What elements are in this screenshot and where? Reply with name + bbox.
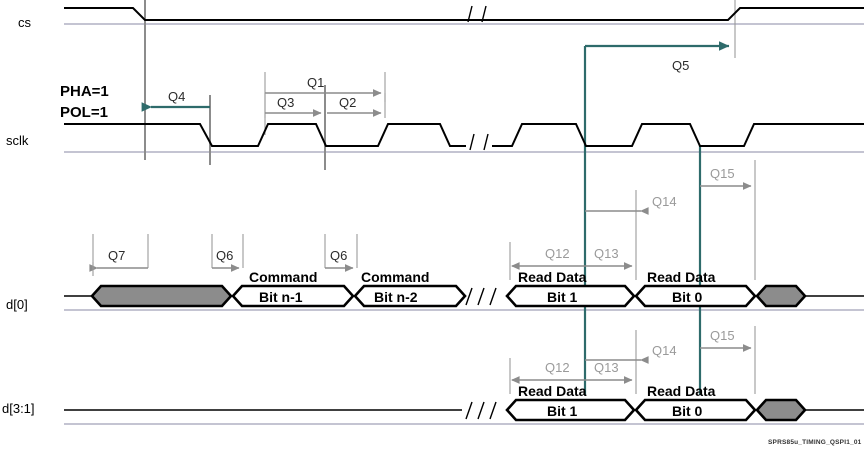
pol-note: POL=1 <box>60 104 108 121</box>
label-q14-d0: Q14 <box>652 194 677 209</box>
signal-label-d31: d[3:1] <box>2 401 35 416</box>
figure-caption: SPRS85u_TIMING_QSPI1_01 <box>768 439 862 446</box>
sclk-break-symbol <box>469 133 489 151</box>
d31-rd0-bot: Bit 0 <box>672 403 703 419</box>
d0-cell-cmd-n1 <box>231 284 355 308</box>
label-q6-second: Q6 <box>330 248 347 263</box>
d0-cmd-n1-bot: Bit n-1 <box>259 289 303 305</box>
d0-break-symbol <box>465 287 497 306</box>
d0-cell-idle-start <box>90 284 233 308</box>
label-q15-d0: Q15 <box>710 166 735 181</box>
d31-cell-rd0 <box>634 398 757 422</box>
d0-rd1-bot: Bit 1 <box>547 289 578 305</box>
d31-cell-idle-end <box>755 398 807 422</box>
d0-rd0-top: Read Data <box>647 269 716 285</box>
d0-cmd-n2-top: Command <box>361 269 429 285</box>
d31-rd1-bot: Bit 1 <box>547 403 578 419</box>
signal-label-d0: d[0] <box>6 297 28 312</box>
cs-waveform <box>64 7 864 21</box>
d31-rd1-top: Read Data <box>518 383 587 399</box>
label-q2: Q2 <box>339 95 356 110</box>
label-q3: Q3 <box>277 95 294 110</box>
d0-cell-rd0 <box>634 284 757 308</box>
d0-rd1-top: Read Data <box>518 269 587 285</box>
d0-cell-rd1 <box>505 284 636 308</box>
label-q13-d31: Q13 <box>594 360 619 375</box>
d31-break-symbol <box>465 401 497 420</box>
d0-cmd-n2-bot: Bit n-2 <box>374 289 418 305</box>
d0-rd0-bot: Bit 0 <box>672 289 703 305</box>
d0-cell-cmd-n2 <box>353 284 467 308</box>
pha-note: PHA=1 <box>60 83 109 100</box>
label-q1: Q1 <box>307 75 324 90</box>
label-q6-first: Q6 <box>216 248 233 263</box>
d0-cell-idle-end <box>755 284 807 308</box>
label-q14-d31: Q14 <box>652 343 677 358</box>
label-q12-d0: Q12 <box>545 246 570 261</box>
d31-rd0-top: Read Data <box>647 383 716 399</box>
signal-label-cs: cs <box>18 15 32 30</box>
sclk-waveform-right <box>492 123 864 147</box>
label-q4: Q4 <box>168 89 185 104</box>
label-q7: Q7 <box>108 248 125 263</box>
d0-cmd-n1-top: Command <box>249 269 317 285</box>
label-q12-d31: Q12 <box>545 360 570 375</box>
cs-break-symbol <box>467 5 487 23</box>
signal-label-sclk: sclk <box>6 133 29 148</box>
d31-cell-rd1 <box>505 398 636 422</box>
sclk-waveform-left <box>64 123 466 147</box>
label-q15-d31: Q15 <box>710 328 735 343</box>
label-q13-d0: Q13 <box>594 246 619 261</box>
label-q5: Q5 <box>672 58 689 73</box>
